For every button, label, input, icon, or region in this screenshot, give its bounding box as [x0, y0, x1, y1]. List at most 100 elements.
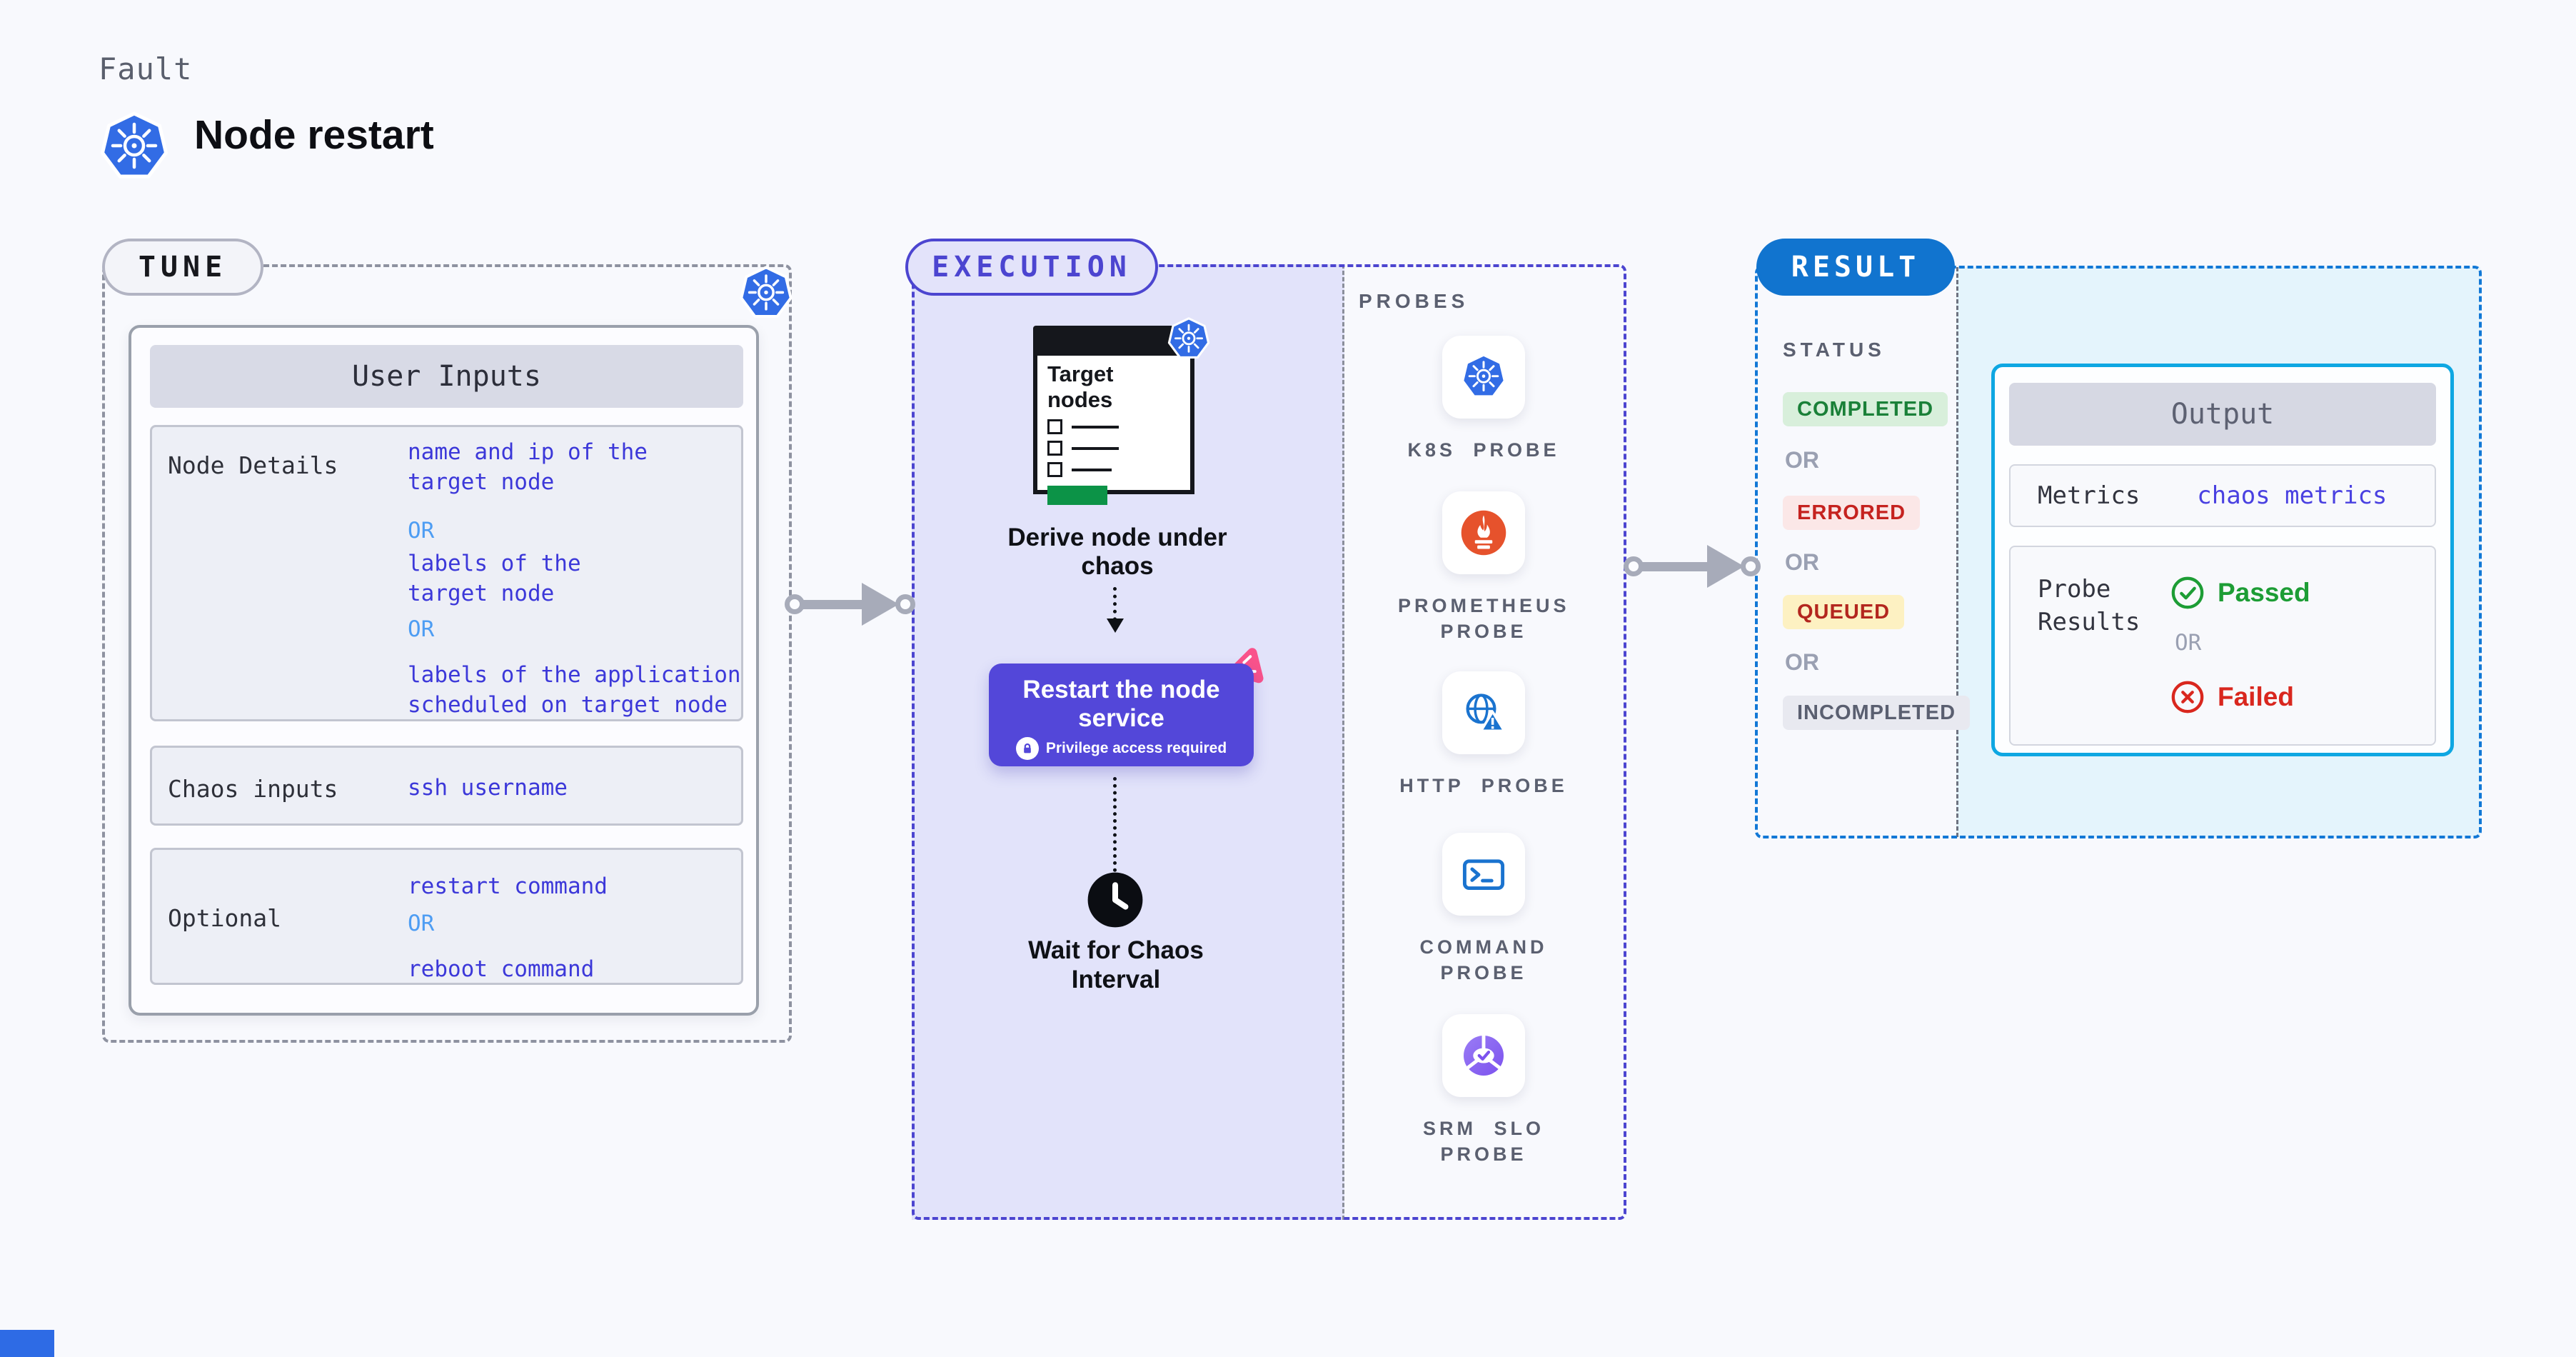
probe-name: COMMAND PROBE: [1419, 936, 1548, 983]
probe-item: K8S PROBE: [1398, 336, 1569, 463]
green-progress-bar: [1047, 486, 1107, 505]
passed-text: Passed: [2218, 578, 2310, 607]
probe-item: HTTP PROBE: [1398, 671, 1569, 798]
connector-dot: [785, 594, 805, 614]
kubernetes-icon: [99, 111, 170, 183]
page-title: Node restart: [194, 112, 434, 158]
optional-label: Optional: [168, 904, 281, 932]
tune-to-execution-arrow: [785, 583, 915, 626]
arrow-head: [1707, 545, 1744, 588]
or-text: OR: [1785, 649, 1819, 675]
execution-section-box: [912, 264, 1626, 1220]
kubernetes-icon: [1167, 317, 1211, 361]
checkbox-row: [1047, 419, 1190, 434]
or-text: OR: [408, 911, 435, 936]
or-text: OR: [1785, 549, 1819, 575]
globe-warning-icon: [1466, 693, 1506, 732]
line: [1072, 446, 1119, 450]
passed-result: Passed: [2170, 576, 2310, 610]
failed-result: Failed: [2170, 680, 2294, 714]
prometheus-probe-card: [1442, 491, 1525, 574]
probe-results-row: Probe Results Passed OR Failed: [2009, 546, 2436, 746]
tune-section-box: [102, 264, 792, 1043]
user-inputs-title: User Inputs: [150, 345, 743, 408]
optional-values: restart command OR reboot command: [408, 850, 742, 984]
chaos-inputs-values: ssh username: [408, 748, 742, 803]
value-text: reboot command: [408, 956, 595, 982]
user-inputs-card: User Inputs Node Details name and ip of …: [129, 325, 759, 1016]
line: [1072, 425, 1119, 429]
execution-section-label: EXECUTION: [905, 239, 1158, 296]
k8s-probe-card: [1442, 336, 1525, 419]
optional-row: Optional restart command OR reboot comma…: [150, 848, 743, 985]
probe-name: K8S PROBE: [1407, 439, 1560, 461]
line: [1072, 468, 1112, 471]
value-text: name and ip of the target node: [408, 439, 648, 495]
execution-to-result-arrow: [1624, 545, 1761, 588]
probe-item: COMMAND PROBE: [1398, 833, 1569, 986]
slo-gauge-icon: [1464, 1034, 1504, 1076]
node-details-label: Node Details: [168, 451, 338, 479]
fault-kicker: Fault: [99, 51, 193, 86]
probe-results-label: Probe Results: [2038, 575, 2140, 636]
result-section-box: [1755, 266, 2482, 838]
checkbox-icon: [1047, 419, 1062, 434]
probe-name: HTTP PROBE: [1399, 775, 1568, 796]
probes-column-label: PROBES: [1359, 290, 1469, 312]
checkbox-icon: [1047, 441, 1062, 456]
or-text: OR: [408, 616, 435, 642]
probe-name: SRM SLO PROBE: [1422, 1118, 1544, 1165]
command-probe-card: [1442, 833, 1525, 916]
target-nodes-title: Target nodes: [1047, 361, 1114, 412]
connector-dot: [895, 594, 915, 614]
probe-name: PROMETHEUS PROBE: [1398, 595, 1570, 642]
bottom-left-blue-mark: [0, 1330, 54, 1357]
target-nodes-sheet: Target nodes: [1033, 351, 1194, 505]
tune-section-label: TUNE: [102, 239, 263, 296]
privilege-note: Privilege access required: [989, 737, 1254, 760]
value-text: restart command: [408, 873, 608, 899]
arrow-shaft: [1641, 561, 1709, 571]
connector-dot: [1741, 556, 1761, 576]
prometheus-icon: [1461, 510, 1506, 556]
restart-node-service-action: Restart the node service Privilege acces…: [989, 664, 1254, 766]
status-badge-errored: ERRORED: [1783, 496, 1921, 530]
failed-text: Failed: [2218, 682, 2294, 711]
chaos-inputs-label: Chaos inputs: [168, 775, 338, 803]
probe-item: PROMETHEUS PROBE: [1398, 491, 1569, 644]
value-text: labels of the target node: [408, 551, 581, 606]
arrow-head: [862, 583, 899, 626]
probe-item: SRM SLO PROBE: [1398, 1014, 1569, 1167]
or-text: OR: [1785, 447, 1819, 473]
chaos-inputs-row: Chaos inputs ssh username: [150, 746, 743, 826]
node-details-values: name and ip of the target node OR labels…: [408, 427, 742, 720]
status-badge-queued: QUEUED: [1783, 595, 1905, 629]
output-title: Output: [2009, 383, 2436, 446]
connector-dot: [1624, 556, 1644, 576]
flow-arrow-down: [1107, 587, 1124, 633]
checkbox-icon: [1047, 462, 1062, 477]
x-circle-icon: [2171, 681, 2204, 713]
checkbox-row: [1047, 441, 1190, 456]
kubernetes-icon: [1460, 354, 1507, 401]
metrics-value: chaos metrics: [2197, 481, 2388, 510]
lock-icon: [1015, 737, 1039, 760]
action-title: Restart the node service: [1022, 676, 1220, 732]
srm-slo-probe-card: [1442, 1014, 1525, 1097]
wait-for-chaos-step: Wait for Chaos Interval: [1028, 936, 1204, 993]
terminal-icon: [1462, 859, 1505, 891]
http-probe-card: [1442, 671, 1525, 754]
node-details-row: Node Details name and ip of the target n…: [150, 425, 743, 721]
metrics-label: Metrics: [2038, 481, 2140, 510]
arrow-shaft: [803, 599, 864, 609]
privilege-note-text: Privilege access required: [1045, 740, 1227, 756]
check-circle-icon: [2171, 576, 2204, 609]
status-column-label: STATUS: [1783, 339, 1886, 361]
result-section-label: RESULT: [1756, 239, 1955, 296]
derive-node-step: Derive node under chaos: [1007, 524, 1227, 580]
status-badge-completed: COMPLETED: [1783, 392, 1948, 426]
clock-icon: [1087, 872, 1143, 928]
value-text: ssh username: [408, 775, 568, 801]
kubernetes-icon: [738, 266, 794, 321]
